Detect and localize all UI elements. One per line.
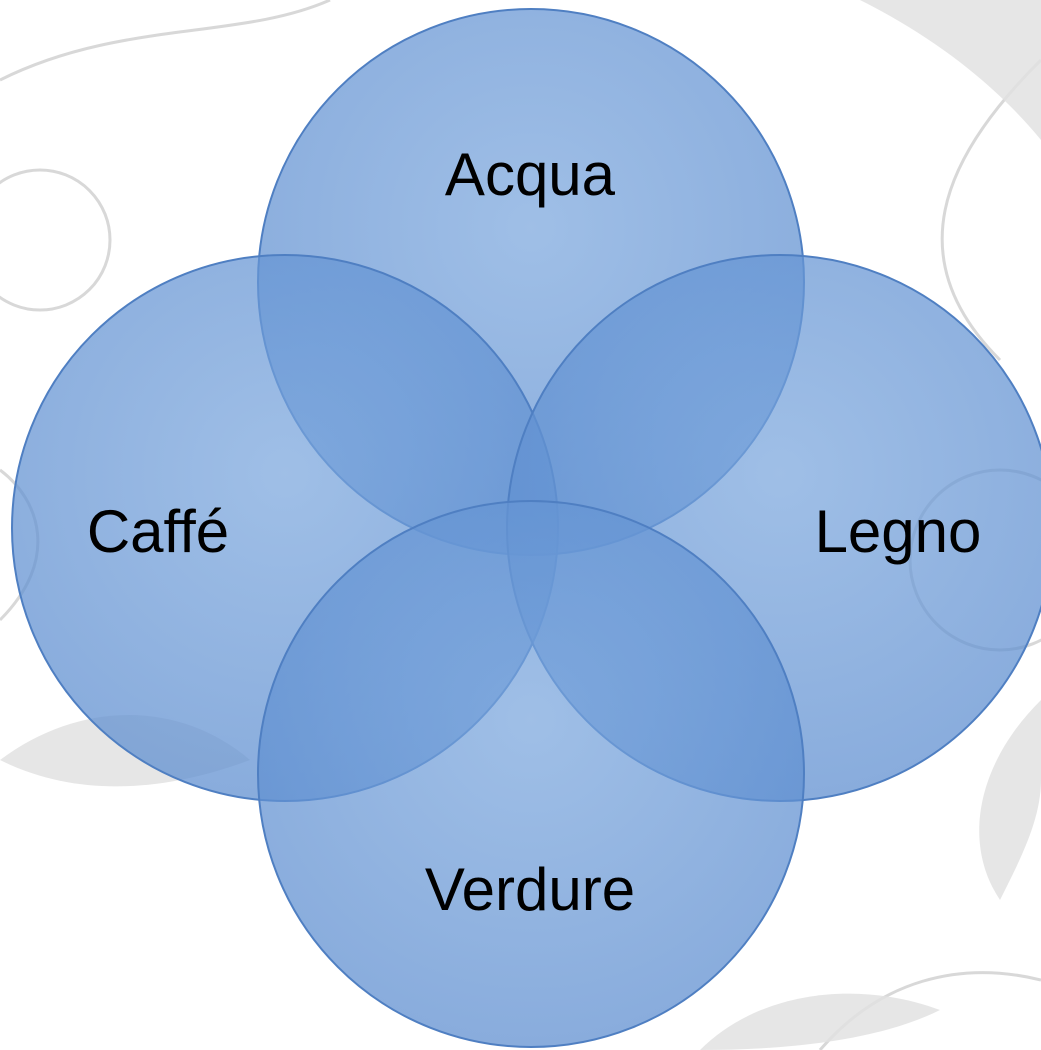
circle-verdure: [257, 500, 805, 1048]
label-caffe: Caffé: [87, 498, 229, 565]
venn-circles: [11, 8, 1041, 1048]
ornament-ring: [0, 168, 112, 312]
ornament-leaf: [979, 700, 1041, 900]
label-legno: Legno: [815, 498, 982, 565]
label-verdure: Verdure: [425, 856, 635, 923]
ornament-leaf: [700, 993, 940, 1050]
ornament-swirl: [0, 0, 331, 82]
label-acqua: Acqua: [445, 141, 616, 208]
ornament-leaf: [860, 0, 1041, 140]
